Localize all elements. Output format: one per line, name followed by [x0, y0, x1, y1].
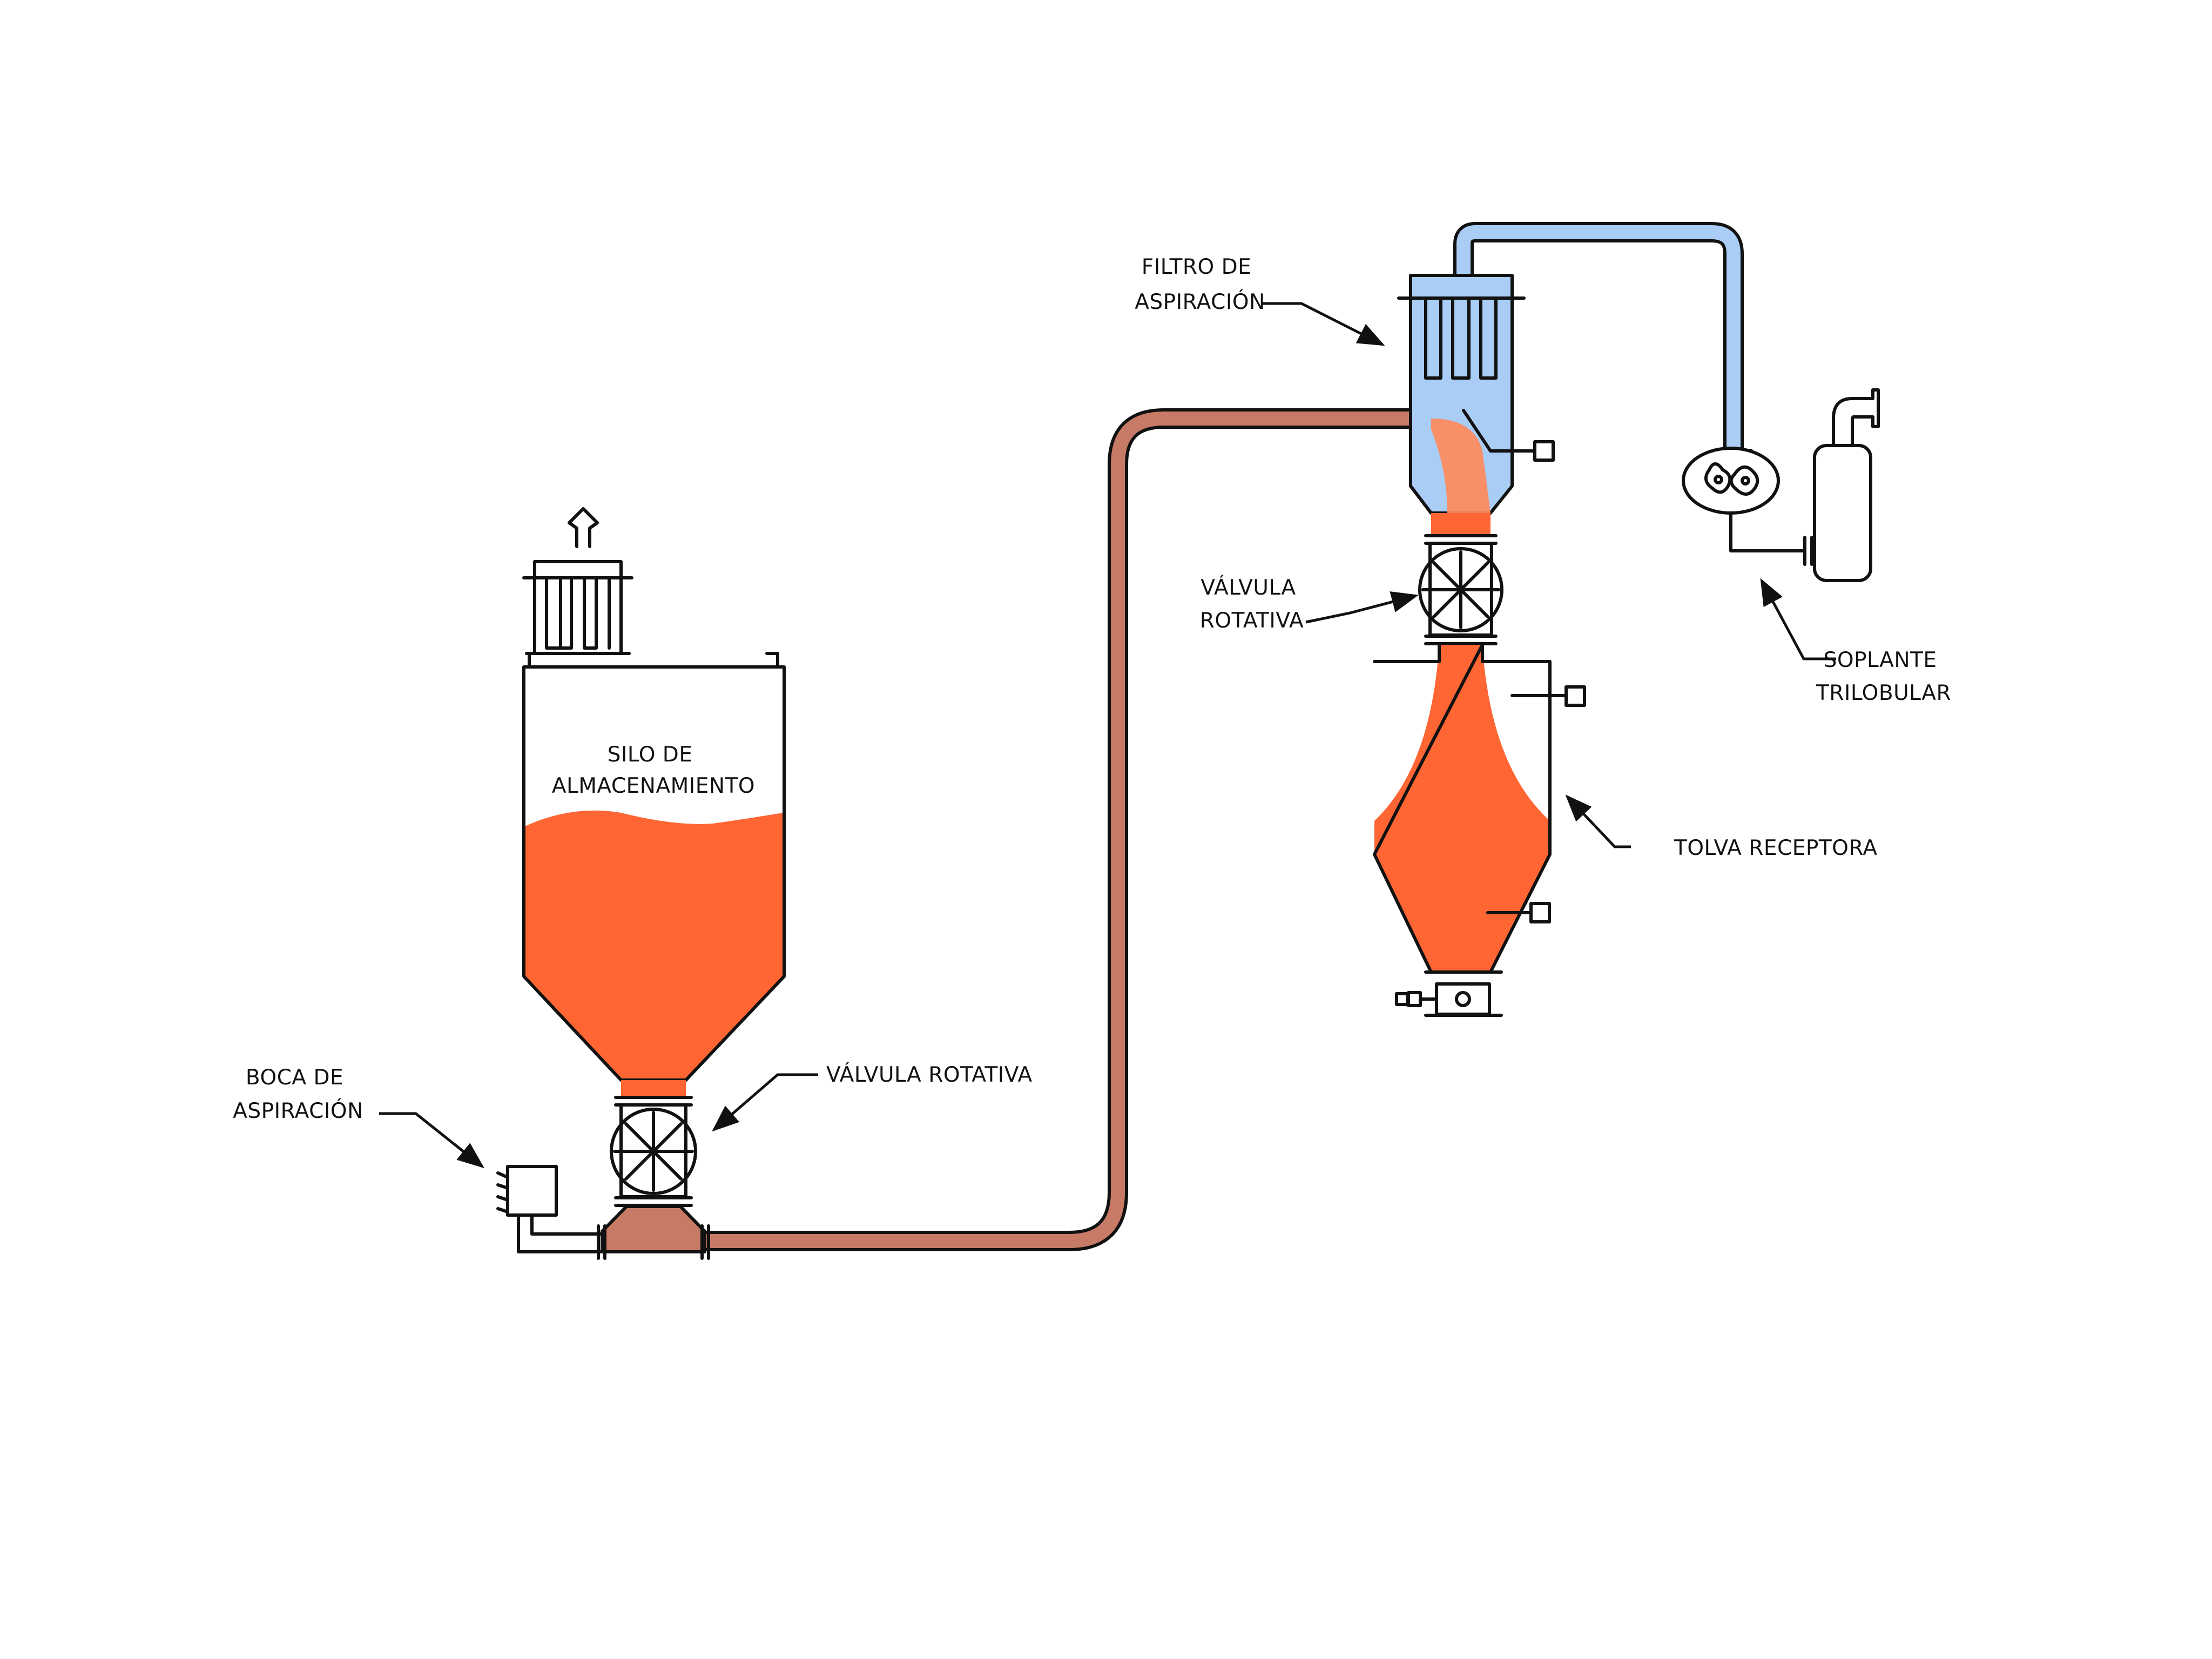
silo-label: SILO DE ALMACENAMIENTO	[552, 743, 755, 798]
hopper-material	[1374, 645, 1550, 972]
air-return-pipe	[1453, 222, 1752, 469]
leader-lines	[379, 302, 1836, 1169]
blower-lobes-icon	[1704, 462, 1759, 496]
silo-vent-filter	[522, 507, 633, 655]
blower-label: SOPLANTE TRILOBULAR	[1816, 648, 1951, 705]
conveying-pipe	[702, 408, 1431, 1251]
filter-air-volume	[1411, 275, 1512, 513]
trilobal-blower	[1682, 388, 1880, 582]
suction-filter-label: FILTRO DE ASPIRACIÓN	[1135, 255, 1265, 314]
lower-rotary-valve	[601, 1080, 706, 1253]
valve-rotor-icon	[1421, 550, 1500, 629]
suction-inlet-label: BOCA DE ASPIRACIÓN	[233, 1065, 363, 1123]
silo-material	[525, 810, 783, 1080]
suction-inlet	[496, 1165, 710, 1260]
storage-silo: SILO DE ALMACENAMIENTO	[522, 507, 786, 1082]
filter-material-stream	[1431, 419, 1491, 513]
valve-rotor-icon	[613, 1111, 694, 1192]
lower-rotary-valve-label: VÁLVULA ROTATIVA	[826, 1062, 1033, 1087]
upper-rotary-valve-label: VÁLVULA ROTATIVA	[1200, 575, 1304, 633]
receiving-hopper-label: TOLVA RECEPTORA	[1674, 836, 1878, 860]
suction-filter	[1397, 274, 1555, 515]
upper-rotary-valve	[1418, 513, 1503, 645]
receiving-hopper	[1373, 643, 1586, 1017]
